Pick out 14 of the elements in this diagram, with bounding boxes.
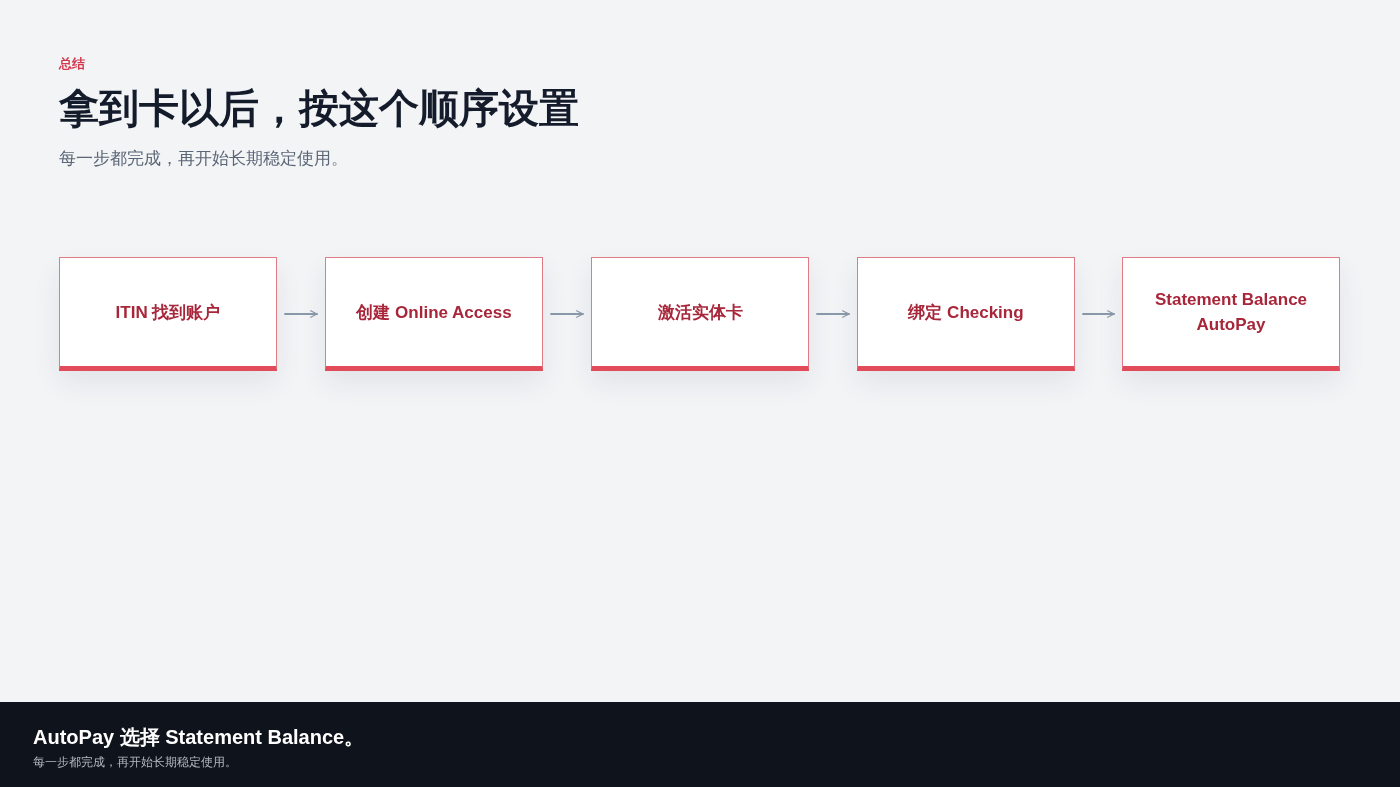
footer-heading: AutoPay 选择 Statement Balance。 xyxy=(33,725,365,750)
section-label: 总结 xyxy=(59,55,85,73)
step-box: 创建 Online Access xyxy=(325,257,543,371)
step-box: 绑定 Checking xyxy=(857,257,1075,371)
arrow xyxy=(284,310,318,318)
footer-note: 每一步都完成，再开始长期稳定使用。 xyxy=(33,754,237,770)
arrow xyxy=(816,310,850,318)
arrow xyxy=(1082,310,1115,318)
step-box: Statement Balance AutoPay xyxy=(1122,257,1340,371)
arrow xyxy=(550,310,584,318)
step-box: ITIN 找到账户 xyxy=(59,257,277,371)
title: 拿到卡以后，按这个顺序设置 xyxy=(59,85,579,132)
subtitle: 每一步都完成，再开始长期稳定使用。 xyxy=(59,148,348,170)
step-box: 激活实体卡 xyxy=(591,257,809,371)
